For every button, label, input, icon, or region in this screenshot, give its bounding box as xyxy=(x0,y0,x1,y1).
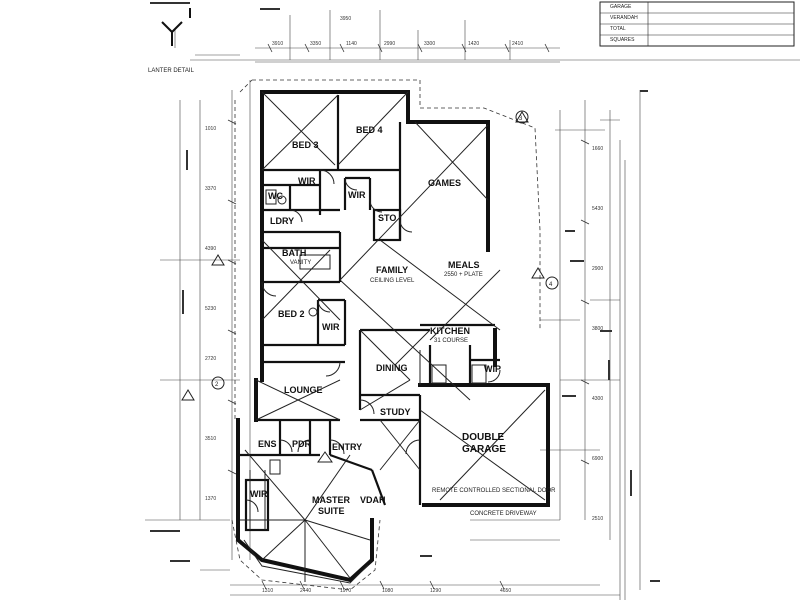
grid-markers xyxy=(181,110,559,463)
master-bay-outline xyxy=(231,519,381,591)
room-label-kitchen: KITCHEN xyxy=(430,326,470,336)
room-label-study: STUDY xyxy=(380,407,411,417)
svg-text:1310: 1310 xyxy=(262,588,273,594)
legend-item-total: TOTAL xyxy=(610,26,626,32)
room-label-ldry: LDRY xyxy=(270,216,294,226)
room-label-lounge: LOUNGE xyxy=(284,385,323,395)
garage-door-note: REMOTE CONTROLLED SECTIONAL DOOR xyxy=(432,488,556,494)
room-labels: BED 3 BED 4 GAMES WC WIR WIR STO LDRY BA… xyxy=(250,125,556,517)
svg-text:3370: 3370 xyxy=(205,186,216,192)
svg-text:3950: 3950 xyxy=(340,16,351,22)
roof-hip-lines xyxy=(240,91,546,582)
grid-marker-label: 4 xyxy=(549,282,553,288)
svg-text:1080: 1080 xyxy=(382,588,393,594)
room-label-vdah: VDAH xyxy=(360,495,386,505)
svg-text:1660: 1660 xyxy=(592,146,603,152)
legend-item-verandah: VERANDAH xyxy=(610,15,638,21)
room-label-bath: BATH xyxy=(282,248,306,258)
room-label-double: DOUBLE xyxy=(462,432,505,443)
svg-text:1970: 1970 xyxy=(340,588,351,594)
grid-marker-label: 3 xyxy=(519,116,523,122)
outer-walls xyxy=(234,79,550,583)
svg-text:1420: 1420 xyxy=(468,41,479,47)
kitchen-note: 31 COURSE xyxy=(434,338,468,344)
svg-text:3350: 3350 xyxy=(310,41,321,47)
legend-item-garage: GARAGE xyxy=(610,4,632,10)
room-label-wc: WC xyxy=(268,191,283,201)
svg-text:3800: 3800 xyxy=(592,326,603,332)
area-legend: GARAGE VERANDAH TOTAL SQUARES xyxy=(598,0,796,48)
svg-text:1140: 1140 xyxy=(346,41,357,47)
svg-text:2410: 2410 xyxy=(512,41,523,47)
fixtures xyxy=(249,189,487,530)
svg-text:2510: 2510 xyxy=(592,516,603,522)
svg-text:2440: 2440 xyxy=(300,588,311,594)
svg-text:1370: 1370 xyxy=(205,496,216,502)
room-label-wir-bed3: WIR xyxy=(298,176,316,186)
room-label-suite: SUITE xyxy=(318,506,345,516)
room-label-dining: DINING xyxy=(376,363,408,373)
room-label-bed3: BED 3 xyxy=(292,140,319,150)
legend-item-squares: SQUARES xyxy=(610,37,635,43)
room-label-games: GAMES xyxy=(428,178,461,188)
svg-text:2990: 2990 xyxy=(384,41,395,47)
room-label-entry: ENTRY xyxy=(332,442,362,452)
meals-plate-note: 2550 + PLATE xyxy=(444,272,483,278)
svg-text:6900: 6900 xyxy=(592,456,603,462)
svg-text:1010: 1010 xyxy=(205,126,216,132)
driveway-note: CONCRETE DRIVEWAY xyxy=(470,511,537,517)
family-ceiling-note: CEILING LEVEL xyxy=(370,278,415,284)
room-label-wip: WIP xyxy=(484,364,501,374)
svg-text:4650: 4650 xyxy=(500,588,511,594)
room-label-bed2: BED 2 xyxy=(278,309,305,319)
room-label-sto: STO xyxy=(378,213,396,223)
room-label-wir-bed2: WIR xyxy=(322,322,340,332)
room-label-family: FAMILY xyxy=(376,265,408,275)
door-swings xyxy=(245,169,501,513)
svg-text:1290: 1290 xyxy=(430,588,441,594)
dimension-values: 3910 3350 1140 2990 3300 1420 2410 3950 … xyxy=(205,16,603,594)
room-label-pdr: PDR xyxy=(292,439,312,449)
svg-text:2720: 2720 xyxy=(205,356,216,362)
svg-text:5230: 5230 xyxy=(205,306,216,312)
room-label-wir-bed4: WIR xyxy=(348,190,366,200)
compass-icon xyxy=(161,8,191,46)
scan-artifacts xyxy=(150,2,660,582)
svg-text:2900: 2900 xyxy=(592,266,603,272)
grid-marker-label: 2 xyxy=(215,382,219,388)
svg-text:4390: 4390 xyxy=(205,246,216,252)
svg-text:3510: 3510 xyxy=(205,436,216,442)
room-label-master: MASTER xyxy=(312,495,351,505)
room-label-wir-master: WIR xyxy=(250,489,268,499)
room-label-ens: ENS xyxy=(258,439,277,449)
room-label-garage: GARAGE xyxy=(462,444,506,455)
svg-text:4300: 4300 xyxy=(592,396,603,402)
bath-vanity-note: VANITY xyxy=(290,260,311,266)
svg-text:3910: 3910 xyxy=(272,41,283,47)
room-label-meals: MEALS xyxy=(448,260,480,270)
svg-text:5430: 5430 xyxy=(592,206,603,212)
lantern-detail-label: LANTER DETAIL xyxy=(148,68,195,74)
room-label-bed4: BED 4 xyxy=(356,125,383,135)
svg-text:3300: 3300 xyxy=(424,41,435,47)
